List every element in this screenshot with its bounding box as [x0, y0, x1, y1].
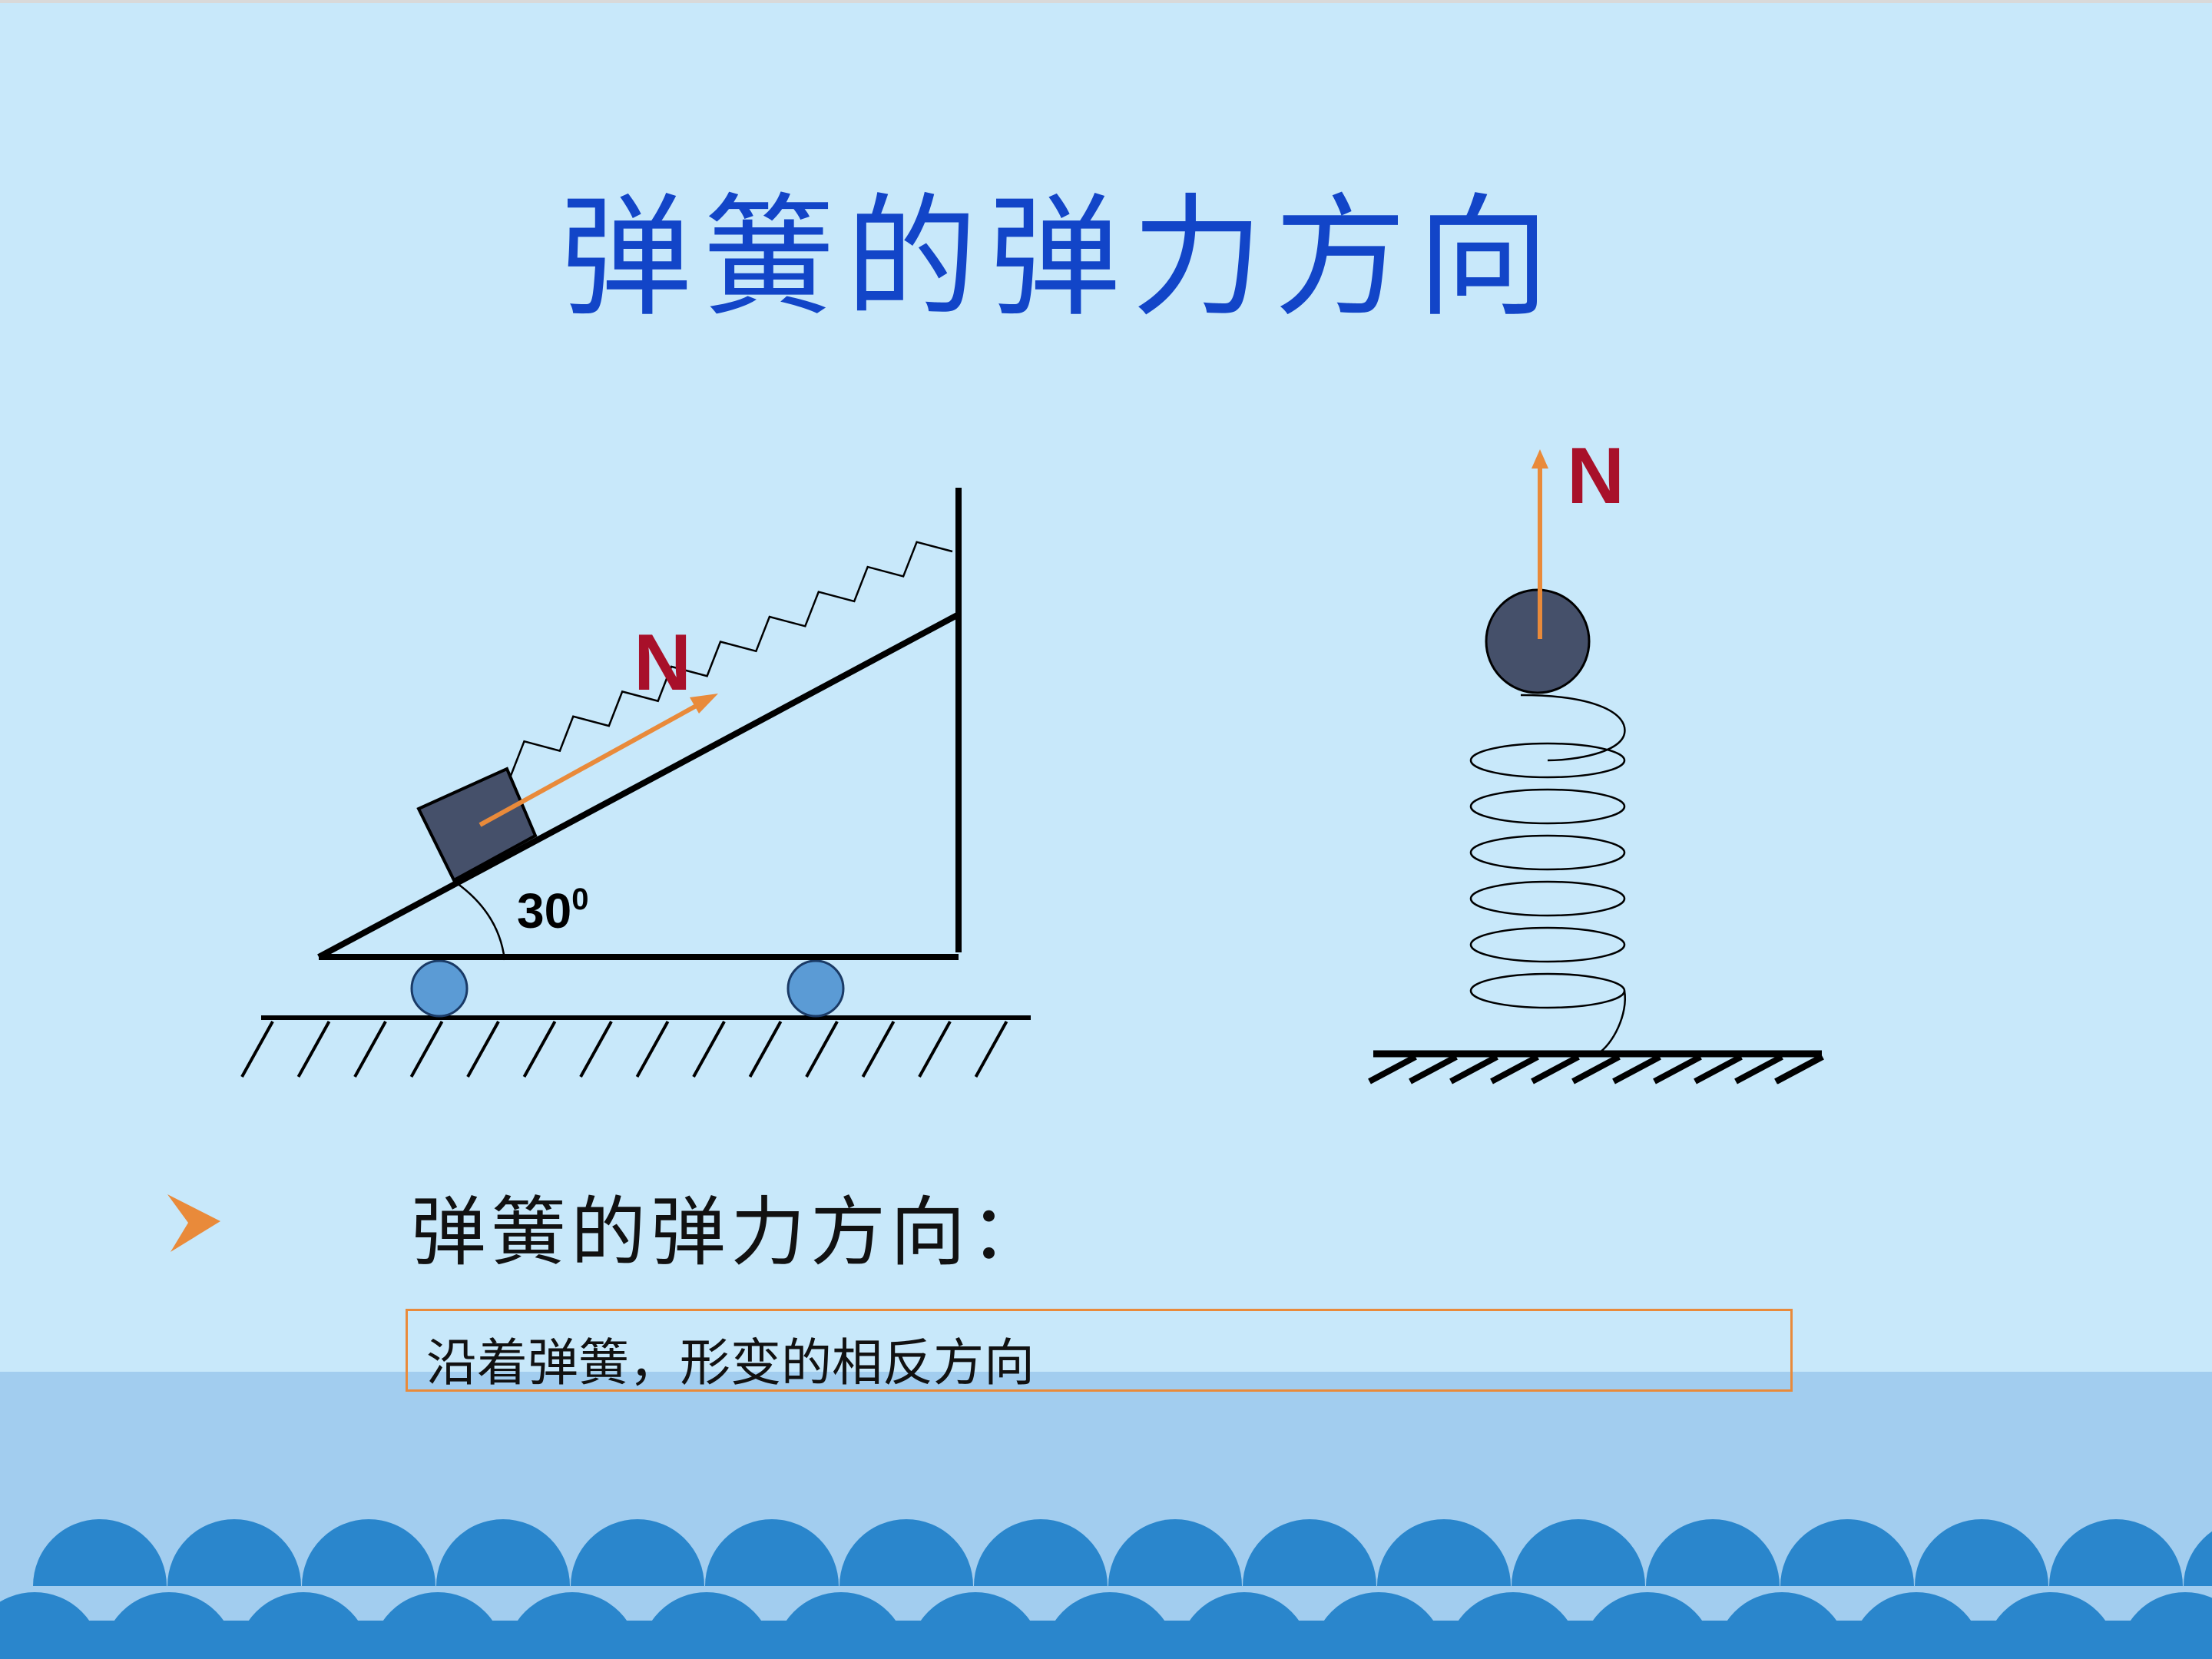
angle-degree-superscript: 0	[571, 882, 588, 916]
hatch-mark	[1774, 1054, 1823, 1084]
coil-loop	[1469, 788, 1626, 825]
incline-force-arrow	[478, 702, 700, 827]
wave-arc	[2049, 1519, 2183, 1586]
hatch-mark	[353, 1021, 387, 1078]
answer-text: 沿着弹簧，形变的相反方向	[426, 1333, 1035, 1392]
wave-arc	[436, 1519, 570, 1586]
hatch-mark	[1368, 1054, 1417, 1084]
coil-top-arc	[1520, 694, 1626, 762]
wave-arc	[705, 1519, 839, 1586]
wave-arc	[1108, 1519, 1242, 1586]
hatch-mark	[1571, 1054, 1621, 1084]
wave-arc	[974, 1519, 1108, 1586]
incline-diagram: N 300	[240, 488, 1031, 1078]
hatch-mark	[409, 1021, 444, 1078]
wave-arc	[302, 1519, 435, 1586]
wave-arc	[1646, 1519, 1780, 1586]
answer-box[interactable]: 沿着弹簧，形变的相反方向	[406, 1309, 1793, 1392]
coil-loop	[1469, 880, 1626, 917]
coil-loop	[1469, 742, 1626, 779]
coil-loop	[1469, 834, 1626, 871]
hatch-mark	[240, 1021, 274, 1078]
vertical-spring-diagram: N	[1368, 432, 1824, 1084]
wave-arc	[2184, 1531, 2212, 1586]
arrowhead-bullet-icon	[167, 1194, 220, 1252]
cart-wheel-right	[786, 959, 845, 1018]
spring-ground-hatching	[1368, 1054, 1824, 1084]
hatch-mark	[1490, 1054, 1539, 1084]
hatch-mark	[861, 1021, 896, 1078]
wave-arc	[1243, 1519, 1376, 1586]
hatch-mark	[1531, 1054, 1580, 1084]
wave-arc	[839, 1519, 973, 1586]
angle-value: 30	[517, 883, 571, 939]
hatch-mark	[1612, 1054, 1661, 1084]
top-border	[0, 0, 2212, 3]
incline-force-label: N	[634, 618, 691, 707]
hatch-mark	[748, 1021, 783, 1078]
incline-force-arrowhead	[690, 694, 718, 714]
wave-arc	[571, 1519, 704, 1586]
wave-decoration	[0, 1519, 2212, 1659]
hatch-mark	[918, 1021, 952, 1078]
coil-loop	[1469, 926, 1626, 963]
wave-arc	[1512, 1519, 1645, 1586]
bullet-text: 弹簧的弹力方向：	[411, 1189, 1051, 1277]
hatch-mark	[296, 1021, 331, 1078]
spring-force-label: N	[1567, 432, 1624, 521]
incline-spring	[509, 541, 953, 777]
wave-arc	[1780, 1519, 1914, 1586]
ground-hatching	[240, 1021, 1008, 1078]
angle-label: 300	[517, 882, 588, 939]
block	[416, 767, 538, 882]
hatch-mark	[1734, 1054, 1783, 1084]
incline-surface	[317, 611, 960, 960]
angle-arc	[456, 882, 506, 961]
wave-base	[0, 1621, 2212, 1659]
hatch-mark	[974, 1021, 1008, 1078]
hatch-mark	[1449, 1054, 1498, 1084]
hatch-mark	[1409, 1054, 1458, 1084]
hatch-mark	[692, 1021, 726, 1078]
hatch-mark	[579, 1021, 613, 1078]
hatch-mark	[635, 1021, 670, 1078]
hatch-mark	[466, 1021, 500, 1078]
slide-title: 弹簧的弹力方向	[560, 180, 1560, 335]
coil-spring	[1469, 694, 1627, 1055]
spring-force-arrowhead	[1532, 449, 1548, 469]
hatch-mark	[522, 1021, 557, 1078]
wave-arc	[1377, 1519, 1511, 1586]
wave-arc	[167, 1519, 301, 1586]
wave-arc	[33, 1519, 167, 1586]
wave-arc	[1915, 1519, 2048, 1586]
hatch-mark	[805, 1021, 839, 1078]
cart-wheel-left	[410, 959, 469, 1018]
coil-loop	[1469, 972, 1626, 1009]
hatch-mark	[1694, 1054, 1743, 1084]
hatch-mark	[1653, 1054, 1702, 1084]
